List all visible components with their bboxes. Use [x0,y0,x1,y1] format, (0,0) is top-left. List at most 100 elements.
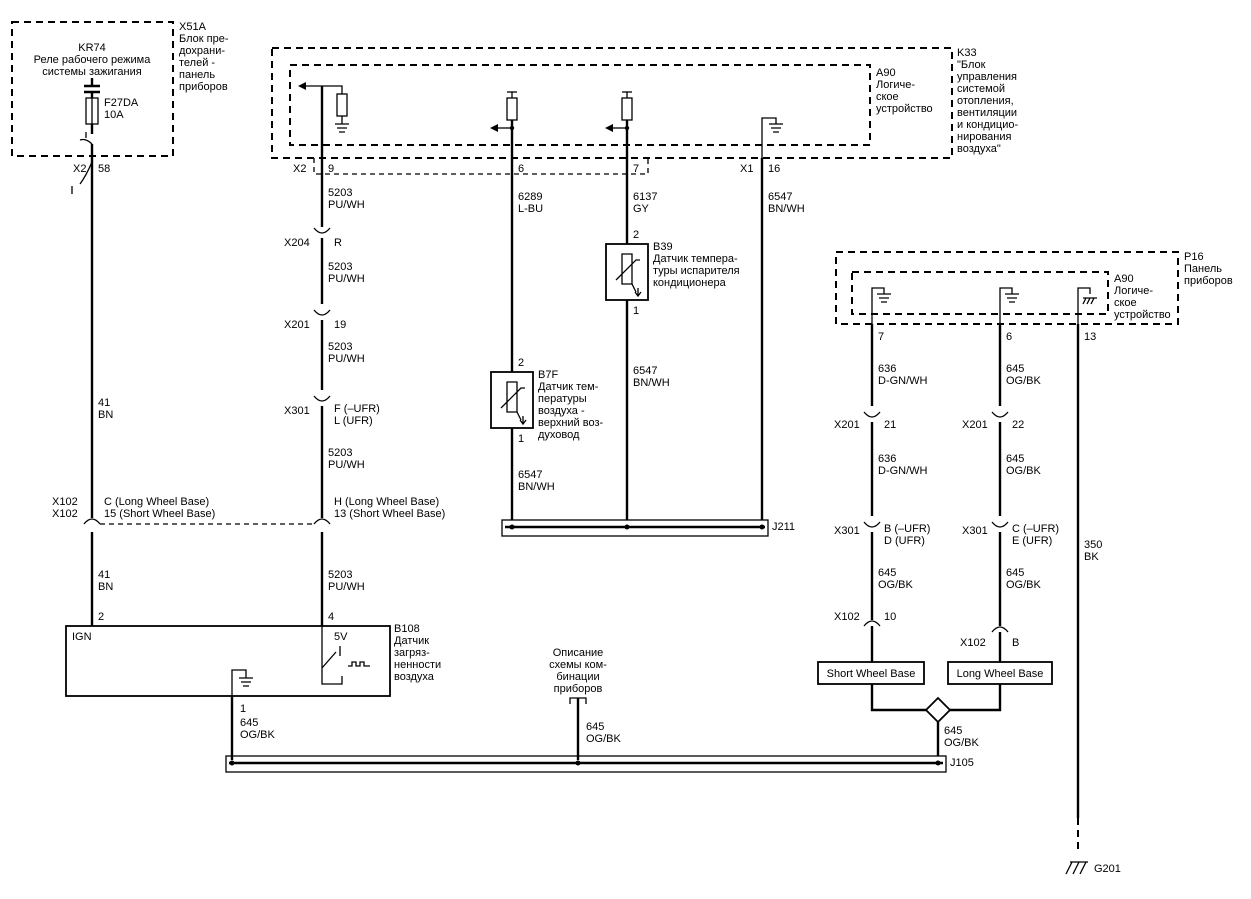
x51a-desc-3: телей - [179,57,215,69]
switch-icon [321,626,343,685]
connector-x204-icon [313,227,331,234]
x301-a-label: X301 [284,405,310,417]
x102-d-pin: 10 [884,611,896,623]
wire-636-a-num: 636 [878,363,896,375]
wire-6289-color: L-BU [518,203,543,215]
b7f-desc-2: пературы [538,393,587,405]
wire-645-g-num: 645 [944,725,962,737]
a90-k33-id: A90 [876,67,896,79]
wire-5203-3-color: PU/WH [328,353,365,365]
arrow-icon [490,124,498,132]
p16-pin-7: 7 [878,331,884,343]
x102-e-label: X102 [960,637,986,649]
b108-id: B108 [394,623,420,635]
wire-5203-4-num: 5203 [328,447,352,459]
x102-c-pin-1: H (Long Wheel Base) [334,496,439,508]
wire-5203-1-color: PU/WH [328,199,365,211]
cluster-desc-1: Описание [553,647,604,659]
b7f-desc-5: духовод [538,429,580,441]
sensor-b39: 2 1 B39 Датчик темпера- туры испарителя … [605,229,740,317]
x51a-desc-4: панель [179,69,215,81]
chassis-ground-icon [1065,861,1088,875]
arrow-icon [298,82,306,90]
a90-p16-desc-3: устройство [1114,309,1171,321]
a90-p16-desc-2: ское [1114,297,1137,309]
connector-x301-icon [313,395,331,402]
pulse-icon [348,661,370,667]
option-short-wheel-base: Short Wheel Base [817,661,925,685]
b108-pin-left: 2 [98,611,104,623]
connector-x102-icon [991,626,1009,633]
wire-41-bot-num: 41 [98,569,110,581]
b108-desc-2: загряз- [394,647,430,659]
connector-x102-icon [313,518,331,525]
x301-c-pin-1: C (–UFR) [1012,523,1059,535]
k33-desc-6: и кондицио- [957,119,1018,131]
b7f-pin-top: 2 [518,357,524,369]
k33-desc-1: "Блок [957,59,986,71]
wire-5203-5-num: 5203 [328,569,352,581]
x51a-desc-5: приборов [179,81,228,93]
wire-41-bot-color: BN [98,581,113,593]
ground-icon [871,287,891,324]
p16-pin-13: 13 [1084,331,1096,343]
sensor-b7f: 2 1 B7F Датчик тем- пературы воздуха - в… [490,357,604,445]
module-p16: P16 Панель приборов A90 Логиче- ское уст… [835,251,1233,343]
b39-id: B39 [653,241,673,253]
splice-j105: J105 [225,755,974,773]
wire-5203-4-color: PU/WH [328,459,365,471]
a90-k33-desc-3: устройство [876,103,933,115]
option-short-label: Short Wheel Base [827,668,916,680]
a90-k33-desc-1: Логиче- [876,79,915,91]
x204-label: X204 [284,237,310,249]
wire-645-b-num: 645 [586,721,604,733]
b39-pin-top: 2 [633,229,639,241]
j105-id: J105 [950,757,974,769]
wire-6289-num: 6289 [518,191,542,203]
wire-645-g-color: OG/BK [944,737,980,749]
x2-k33-label: X2 [293,163,306,175]
a90-p16-id: A90 [1114,273,1134,285]
connector-x102-icon [863,620,881,627]
b39-desc-3: кондиционера [653,277,727,289]
wire-645-e-num: 645 [1006,453,1024,465]
k33-desc-5: вентиляции [957,107,1017,119]
kr74-id: KR74 [78,42,106,54]
x1-k33-label: X1 [740,163,753,175]
g201-id: G201 [1094,863,1121,875]
sensor-b108: 2 4 IGN 5V B108 Датчик загряз- ненности … [65,611,441,706]
connector-x301-icon [991,521,1009,528]
chassis-ground-icon [1077,287,1097,324]
wire-350-color: BK [1084,551,1099,563]
b108-desc-3: ненности [394,659,441,671]
wire-636-b-color: D-GN/WH [878,465,928,477]
p16-id: P16 [1184,251,1204,263]
b108-5v: 5V [334,631,348,643]
wire-6547-b-num: 6547 [633,365,657,377]
b7f-desc-4: верхний воз- [538,417,604,429]
wire-5203-5-color: PU/WH [328,581,365,593]
wire-6547-a-num: 6547 [768,191,792,203]
wire-350-num: 350 [1084,539,1102,551]
b39-pin-bottom: 1 [633,305,639,317]
x301-b-pin-2: D (UFR) [884,535,925,547]
wire-645-d-color: OG/BK [1006,375,1042,387]
b7f-id: B7F [538,369,558,381]
x201-a-label: X201 [284,319,310,331]
wire-41-top-num: 41 [98,397,110,409]
x102-b-label: X102 [52,508,78,520]
ground-icon [231,669,253,706]
connector-x102-icon [83,518,101,525]
kr74-desc-1: Реле рабочего режима [34,54,152,66]
wire-636-a-color: D-GN/WH [878,375,928,387]
x201-c-pin: 22 [1012,419,1024,431]
connector-x301-icon [863,521,881,528]
wire-645-d-num: 645 [1006,363,1024,375]
x2-k33-pin: 9 [328,163,334,175]
wire-41-top-color: BN [98,409,113,421]
connector-hook-icon [79,132,93,145]
ground-icon [999,287,1019,324]
b108-pin-ground: 1 [240,703,246,715]
wire-645-c-num: 645 [878,567,896,579]
